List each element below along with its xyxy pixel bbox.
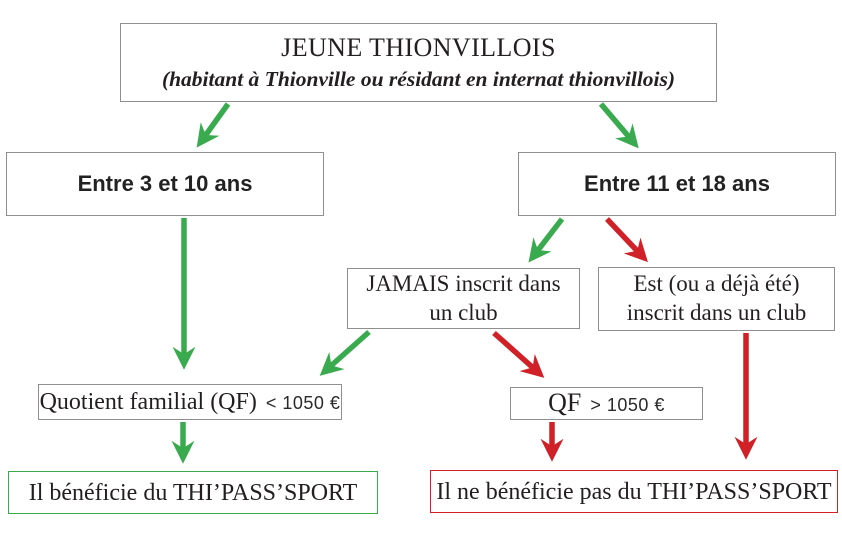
arrow-never-club-to-qf-high bbox=[492, 330, 545, 378]
node-qf-high: QF > 1050 € bbox=[510, 387, 703, 420]
arrow-age-11-18-to-already-club bbox=[605, 217, 648, 263]
qf-low-label: Quotient familial (QF) bbox=[39, 389, 257, 415]
arrow-never-club-to-qf-low bbox=[319, 329, 371, 376]
node-eligible: Il bénéficie du THI’PASS’SPORT bbox=[8, 471, 378, 514]
qf-high-label: QF bbox=[548, 388, 582, 418]
arrow-age-11-18-to-never-club bbox=[528, 217, 565, 263]
root-title: JEUNE THIONVILLOIS bbox=[281, 33, 556, 63]
node-never-club: JAMAIS inscrit dans un club bbox=[347, 268, 580, 329]
node-already-club: Est (ou a déjà été) inscrit dans un club bbox=[598, 267, 835, 331]
arrow-root-to-age-3-10 bbox=[196, 102, 231, 148]
node-root: JEUNE THIONVILLOIS (habitant à Thionvill… bbox=[120, 23, 717, 102]
already-club-line2: inscrit dans un club bbox=[626, 300, 807, 325]
already-club-line1: Est (ou a déjà été) bbox=[633, 271, 800, 297]
root-subtitle: (habitant à Thionville ou résidant en in… bbox=[161, 66, 676, 91]
never-club-line2: un club bbox=[429, 299, 498, 325]
age-11-18-label: Entre 11 et 18 ans bbox=[584, 171, 770, 197]
eligible-label: Il bénéficie du THI’PASS’SPORT bbox=[28, 479, 358, 506]
node-not-eligible: Il ne bénéficie pas du THI’PASS’SPORT bbox=[430, 470, 838, 513]
node-age-11-18: Entre 11 et 18 ans bbox=[518, 152, 836, 216]
qf-high-condition: > 1050 € bbox=[590, 394, 665, 415]
not-eligible-label: Il ne bénéficie pas du THI’PASS’SPORT bbox=[436, 478, 832, 505]
node-age-3-10: Entre 3 et 10 ans bbox=[6, 152, 324, 216]
arrow-root-to-age-11-18 bbox=[598, 102, 639, 149]
never-club-line1: JAMAIS inscrit dans bbox=[366, 270, 561, 296]
age-3-10-label: Entre 3 et 10 ans bbox=[77, 171, 253, 197]
qf-low-condition: < 1050 € bbox=[265, 393, 341, 414]
node-qf-low: Quotient familial (QF) < 1050 € bbox=[38, 384, 342, 420]
